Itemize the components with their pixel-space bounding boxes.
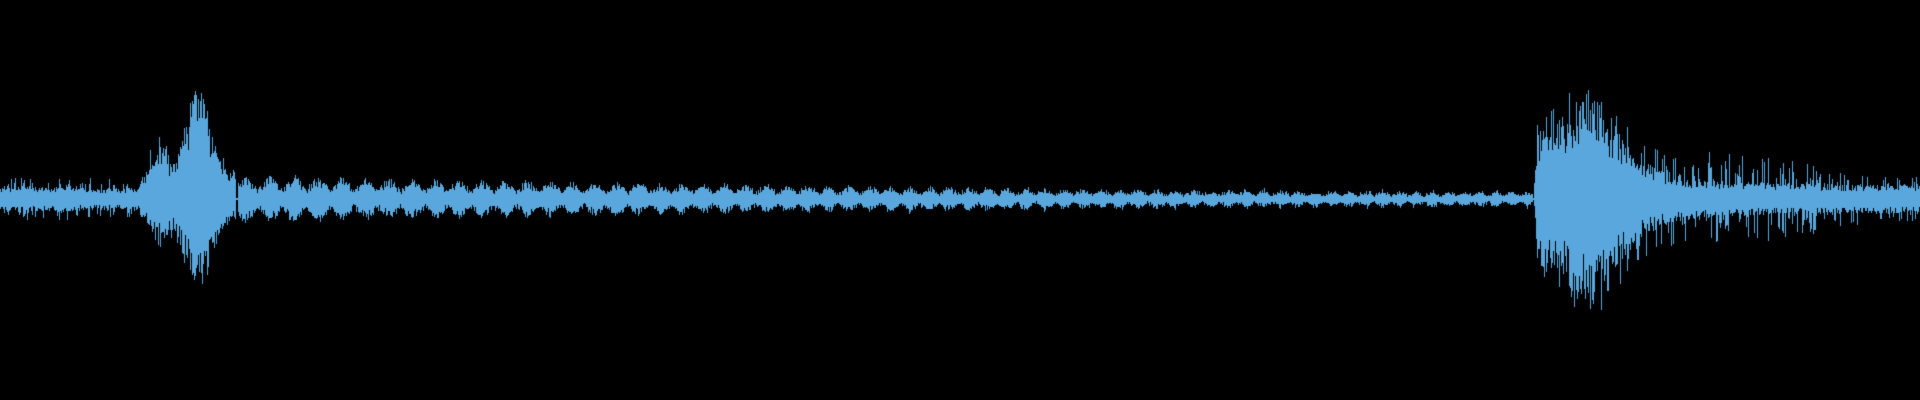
audio-waveform <box>0 0 1920 400</box>
waveform-panel <box>0 0 1920 400</box>
